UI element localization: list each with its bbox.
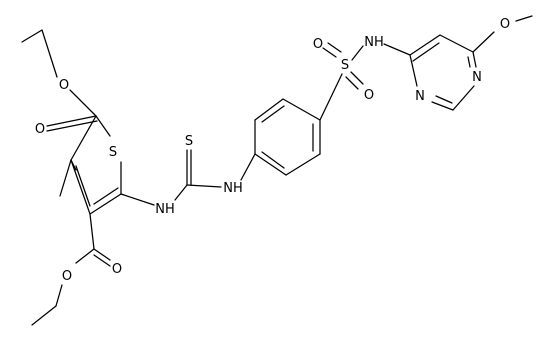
bond [89,193,122,215]
atom-label-oxygen: O [112,262,122,277]
bond [46,115,97,127]
bond [322,47,337,58]
bond [412,42,440,62]
bond [409,54,418,87]
atom-label-oxygen: O [35,122,45,137]
bond [350,71,364,85]
bond [41,29,58,78]
atom-label-oxygen: O [313,37,323,52]
bond [467,56,471,68]
bond [120,193,155,206]
bond [93,187,119,205]
bond [93,254,111,267]
bond [31,305,57,326]
bond [21,29,43,43]
bond [70,159,77,171]
bond [75,165,91,207]
bond [452,85,475,111]
bond [95,115,111,137]
bond [240,153,256,181]
atom-labels: O O S O O NH S NH S O O NH N N O [35,17,510,284]
atom-label-oxygen: O [59,78,69,93]
bond [439,34,474,53]
atom-label-nh: NH [223,181,243,196]
atom-label-oxygen: O [364,88,374,103]
bond [282,98,321,121]
bond [70,115,97,161]
bond [261,151,285,169]
bonds [21,15,533,326]
bond [472,51,477,68]
atom-label-sulfur: S [185,134,193,149]
atom-label-nitrogen: N [415,89,425,104]
bond [59,159,72,197]
bond [75,248,95,264]
bond [515,15,533,22]
bond [254,98,284,121]
bond [261,105,285,123]
bond [89,213,95,250]
bond [55,284,63,307]
atom-label-sulfur: S [109,145,117,160]
bond [472,31,495,53]
atom-label-nh: NH [155,202,175,217]
atom-label-oxygen: O [500,17,510,32]
bond [351,45,364,61]
bond [345,76,359,90]
atom-label-nitrogen: N [472,70,482,85]
bond [319,73,343,121]
bond [409,34,441,56]
atom-label-nh: NH [364,35,384,50]
bond [285,153,321,176]
bond [186,184,222,188]
bond [46,120,98,132]
bond [93,248,111,261]
bond [254,153,287,176]
bond [70,159,91,215]
bond [69,89,97,117]
bond [383,43,411,56]
bond [174,184,188,201]
bond [435,95,453,104]
bond [431,101,454,111]
atom-label-sulfur: S [341,58,349,73]
atom-label-oxygen: O [62,269,72,284]
bond [327,42,342,53]
